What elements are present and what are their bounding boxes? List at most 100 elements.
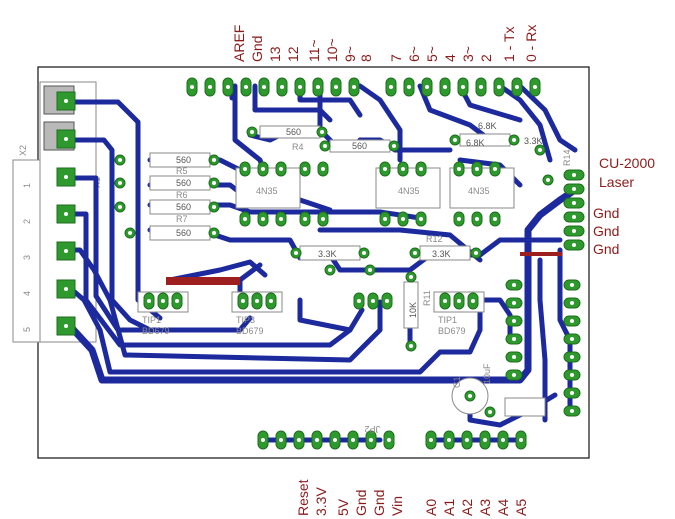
- resistor-value: 560: [176, 202, 191, 212]
- drill-hole: [512, 337, 516, 341]
- resistor-label: R4: [292, 142, 304, 152]
- bottom-header-labels: Reset 3.3V 5V Gnd Gnd Vin A0 A1 A2 A3 A4…: [295, 479, 529, 516]
- drill-hole: [512, 373, 516, 377]
- drill-hole: [570, 283, 574, 287]
- drill-hole: [533, 85, 537, 89]
- pin-label-5: 5~: [424, 46, 440, 62]
- drill-hole: [261, 438, 265, 442]
- top-header-pads: [186, 77, 541, 97]
- drill-hole: [488, 410, 492, 414]
- drill-hole: [250, 130, 254, 134]
- drill-hole: [501, 438, 505, 442]
- pin-label-vin: Vin: [389, 496, 405, 516]
- resistor-label: R11: [422, 290, 432, 306]
- pin-label-aref: AREF: [231, 25, 247, 62]
- x2-label: X2: [18, 145, 28, 156]
- drill-hole: [572, 187, 576, 191]
- drill-hole: [303, 217, 307, 221]
- right-header-pads: [505, 169, 585, 417]
- drill-hole: [461, 85, 465, 89]
- drill-hole: [371, 299, 375, 303]
- drill-hole: [468, 394, 472, 398]
- resistor-value: 560: [352, 141, 367, 151]
- terminal-number-5: 5: [22, 327, 32, 332]
- drill-hole: [243, 167, 247, 171]
- drill-hole: [64, 137, 68, 141]
- drill-hole: [385, 299, 389, 303]
- drill-hole: [447, 438, 451, 442]
- drill-hole: [279, 438, 283, 442]
- pin-label-6: 6~: [406, 46, 422, 62]
- drill-hole: [294, 251, 298, 255]
- pin-label-7: 7: [388, 54, 404, 62]
- drill-hole: [269, 299, 273, 303]
- pin-label-gnd: Gnd: [249, 36, 265, 62]
- resistor-value: 3.3K: [432, 249, 451, 259]
- drill-hole: [429, 438, 433, 442]
- drill-hole: [457, 299, 461, 303]
- resistor-value: 560: [286, 127, 301, 137]
- pin-label-gnd: Gnd: [353, 490, 369, 516]
- drill-hole: [320, 130, 324, 134]
- drill-hole: [413, 251, 417, 255]
- transistor-label: TIP3: [236, 315, 255, 325]
- drill-hole: [572, 215, 576, 219]
- drill-hole: [64, 99, 68, 103]
- drill-hole: [212, 231, 216, 235]
- drill-hole: [321, 217, 325, 221]
- resistor-value: 3.3K: [524, 136, 543, 146]
- drill-hole: [512, 283, 516, 287]
- drill-hole: [471, 299, 475, 303]
- gnd-label-3: Gnd: [593, 241, 619, 257]
- pin-label-12: 12: [285, 46, 301, 62]
- drill-hole: [572, 201, 576, 205]
- pin-label-2: 2: [478, 54, 494, 62]
- drill-hole: [64, 287, 68, 291]
- pin-label-11: 11~: [306, 39, 322, 62]
- drill-hole: [572, 173, 576, 177]
- drill-hole: [255, 299, 259, 303]
- resistor-value: 560: [176, 228, 191, 238]
- drill-hole: [419, 217, 423, 221]
- resistor-value: 560: [176, 155, 191, 165]
- drill-hole: [570, 355, 574, 359]
- drill-hole: [409, 344, 413, 348]
- drill-hole: [493, 167, 497, 171]
- drill-hole: [279, 217, 283, 221]
- silkscreen-text: 560 560 560 560 R5 R6 R7 560 R4 560 6.8K…: [142, 121, 572, 434]
- drill-hole: [572, 243, 576, 247]
- component-outline: [504, 397, 546, 417]
- pin-label-10: 10~: [324, 38, 340, 62]
- pin-label-3v3: 3.3V: [313, 487, 329, 516]
- pin-label-13: 13: [267, 46, 283, 62]
- pin-label-5v: 5V: [335, 498, 351, 516]
- drill-hole: [351, 438, 355, 442]
- resistor-label: R7: [176, 214, 188, 224]
- laser-label-line1: CU-2000: [599, 155, 655, 171]
- drill-hole: [261, 167, 265, 171]
- drill-hole: [369, 438, 373, 442]
- drill-hole: [475, 217, 479, 221]
- drill-hole: [118, 181, 122, 185]
- drill-hole: [493, 217, 497, 221]
- drill-hole: [147, 299, 151, 303]
- capacitor-label: C1: [452, 376, 462, 388]
- drill-hole: [118, 158, 122, 162]
- drill-hole: [401, 167, 405, 171]
- drill-hole: [297, 438, 301, 442]
- drill-hole: [298, 85, 302, 89]
- terminal-number-4: 4: [22, 291, 32, 296]
- drill-hole: [212, 158, 216, 162]
- pin-label-4: 4: [442, 54, 458, 62]
- transistor-part: BD679: [438, 326, 466, 336]
- pin-label-8: 8: [358, 54, 374, 62]
- transistor-label: TIP1: [438, 315, 457, 325]
- drill-hole: [457, 217, 461, 221]
- drill-hole: [323, 144, 327, 148]
- pin-label-9: 9~: [342, 46, 358, 62]
- drill-hole: [280, 85, 284, 89]
- drill-hole: [383, 167, 387, 171]
- drill-hole: [333, 438, 337, 442]
- drill-hole: [241, 299, 245, 303]
- drill-hole: [352, 85, 356, 89]
